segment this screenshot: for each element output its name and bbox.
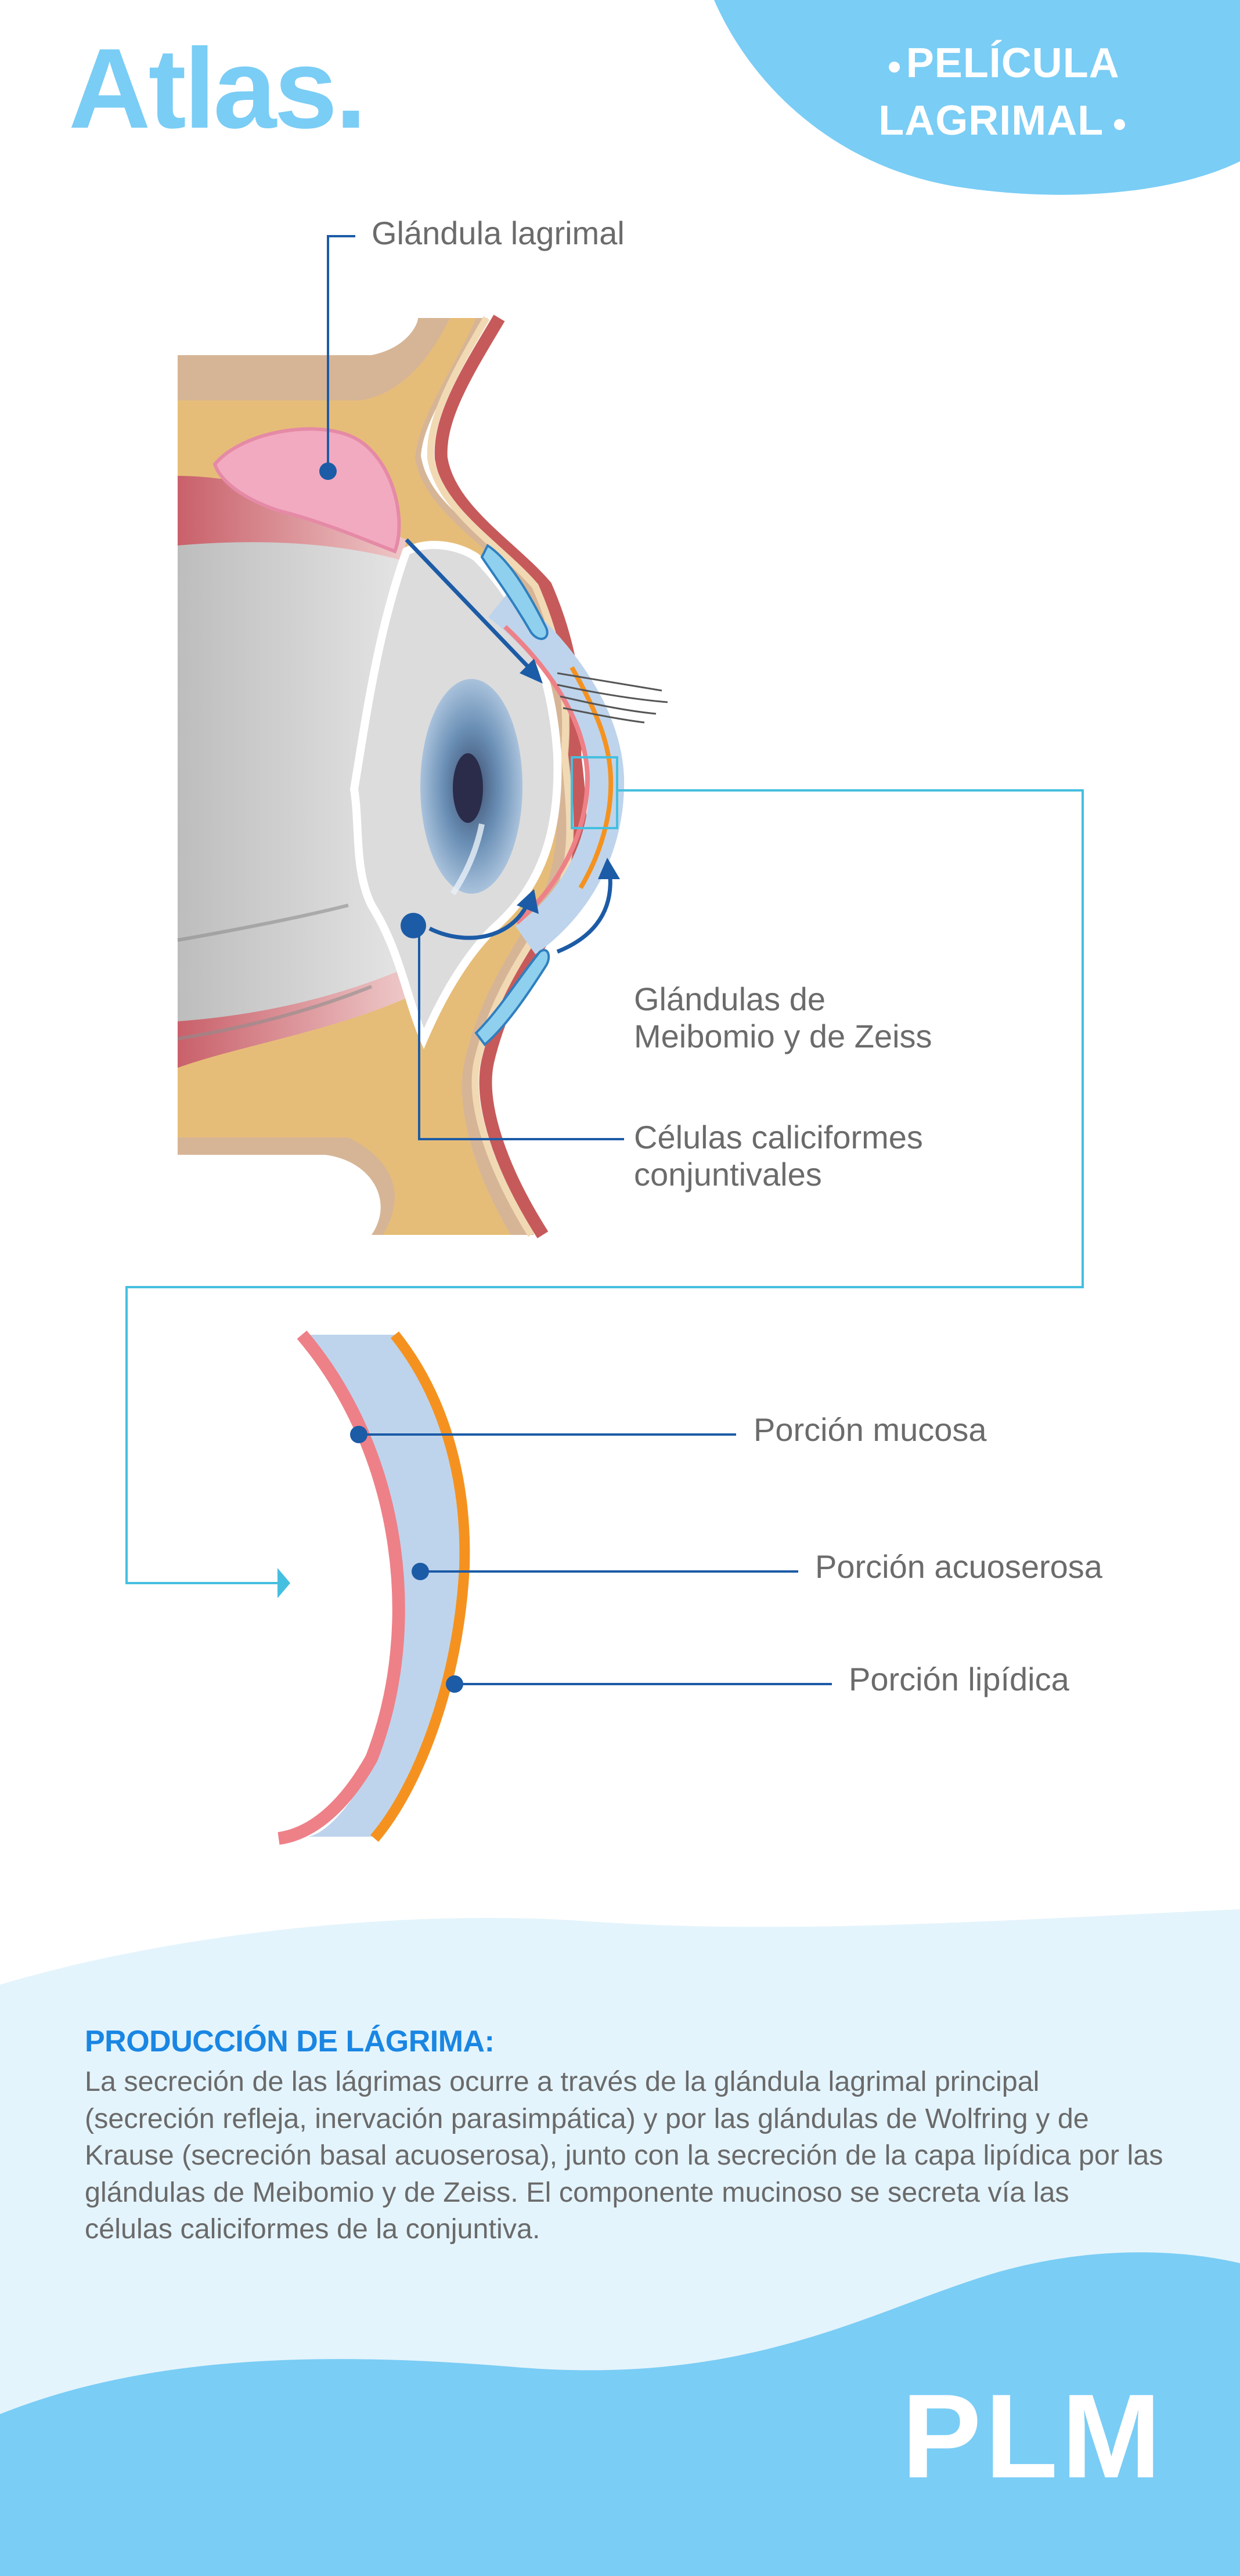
tear-flow-arrowhead-1 (520, 659, 543, 684)
label-lipid-layer: Porción lipídica (849, 1661, 1069, 1697)
label-aqueous-layer: Porción acuoserosa (815, 1548, 1102, 1585)
info-title: PRODUCCIÓN DE LÁGRIMA: (85, 2025, 495, 2058)
label-meibomian-glands: Glándulas de Meibomio y de Zeiss (634, 981, 932, 1055)
lacrimal-leader-dot (319, 463, 337, 480)
tear-film-band (488, 590, 625, 955)
label-mucous-layer: Porción mucosa (754, 1411, 987, 1448)
layer-leader-lines (359, 1433, 832, 1685)
footer-logo: PLM (902, 2369, 1165, 2503)
tear-film-callout-box (571, 756, 618, 829)
tear-flow-arrow-2 (428, 901, 531, 940)
label-goblet-line-1: Células caliciformes (634, 1119, 923, 1155)
eye-cross-section (177, 315, 668, 1238)
callout-arrowhead (277, 1568, 290, 1598)
tear-flow-arrow-1 (405, 538, 539, 678)
meibomian-gland-upper (480, 544, 549, 640)
lens-highlight (450, 823, 485, 895)
aqueous-layer (308, 1335, 465, 1837)
label-goblet-line-2: conjuntivales (634, 1156, 822, 1193)
eyelid-rim (434, 315, 587, 1238)
topic-line-2: LAGRIMAL (841, 93, 1166, 151)
aqueous-leader-dot (412, 1563, 429, 1580)
lacrimal-gland (212, 427, 401, 554)
goblet-leader (418, 927, 624, 1140)
label-meibomian-line-1: Glándulas de (634, 981, 826, 1017)
eyelashes (557, 672, 668, 724)
eyelid-rim-inner (427, 316, 574, 1237)
tear-flow-arrowhead-2 (517, 889, 539, 914)
topic-badge: PELÍCULA LAGRIMAL (841, 36, 1166, 151)
tear-flow-arrow-3 (556, 870, 612, 954)
callout-connector (125, 789, 1084, 1584)
lipid-leader-dot (446, 1675, 463, 1693)
brand-logo: Atlas. (69, 25, 367, 152)
lipid-layer (370, 1331, 470, 1842)
eye-leader-lines (327, 235, 624, 1140)
label-goblet-cells: Células caliciformes conjuntivales (634, 1119, 923, 1193)
label-meibomian-line-2: Meibomio y de Zeiss (634, 1018, 932, 1054)
tear-flow-arrowhead-3 (598, 858, 620, 879)
label-lacrimal-gland: Glándula lagrimal (372, 215, 625, 251)
goblet-leader-dot (401, 913, 426, 938)
tear-film-layers (277, 1330, 470, 1845)
mucous-leader-dot (350, 1426, 367, 1443)
pupil (453, 753, 483, 823)
cornea-pink (503, 625, 590, 925)
topic-line-1: PELÍCULA (841, 36, 1166, 93)
meibomian-gland-lower (474, 949, 550, 1046)
globe-shadow-lines (177, 904, 373, 1040)
lacrimal-leader (327, 235, 355, 471)
info-body: La secreción de las lágrimas ocurre a tr… (85, 2066, 1163, 2245)
footer-wave (0, 2252, 1240, 2576)
cornea-lipid (569, 666, 614, 890)
